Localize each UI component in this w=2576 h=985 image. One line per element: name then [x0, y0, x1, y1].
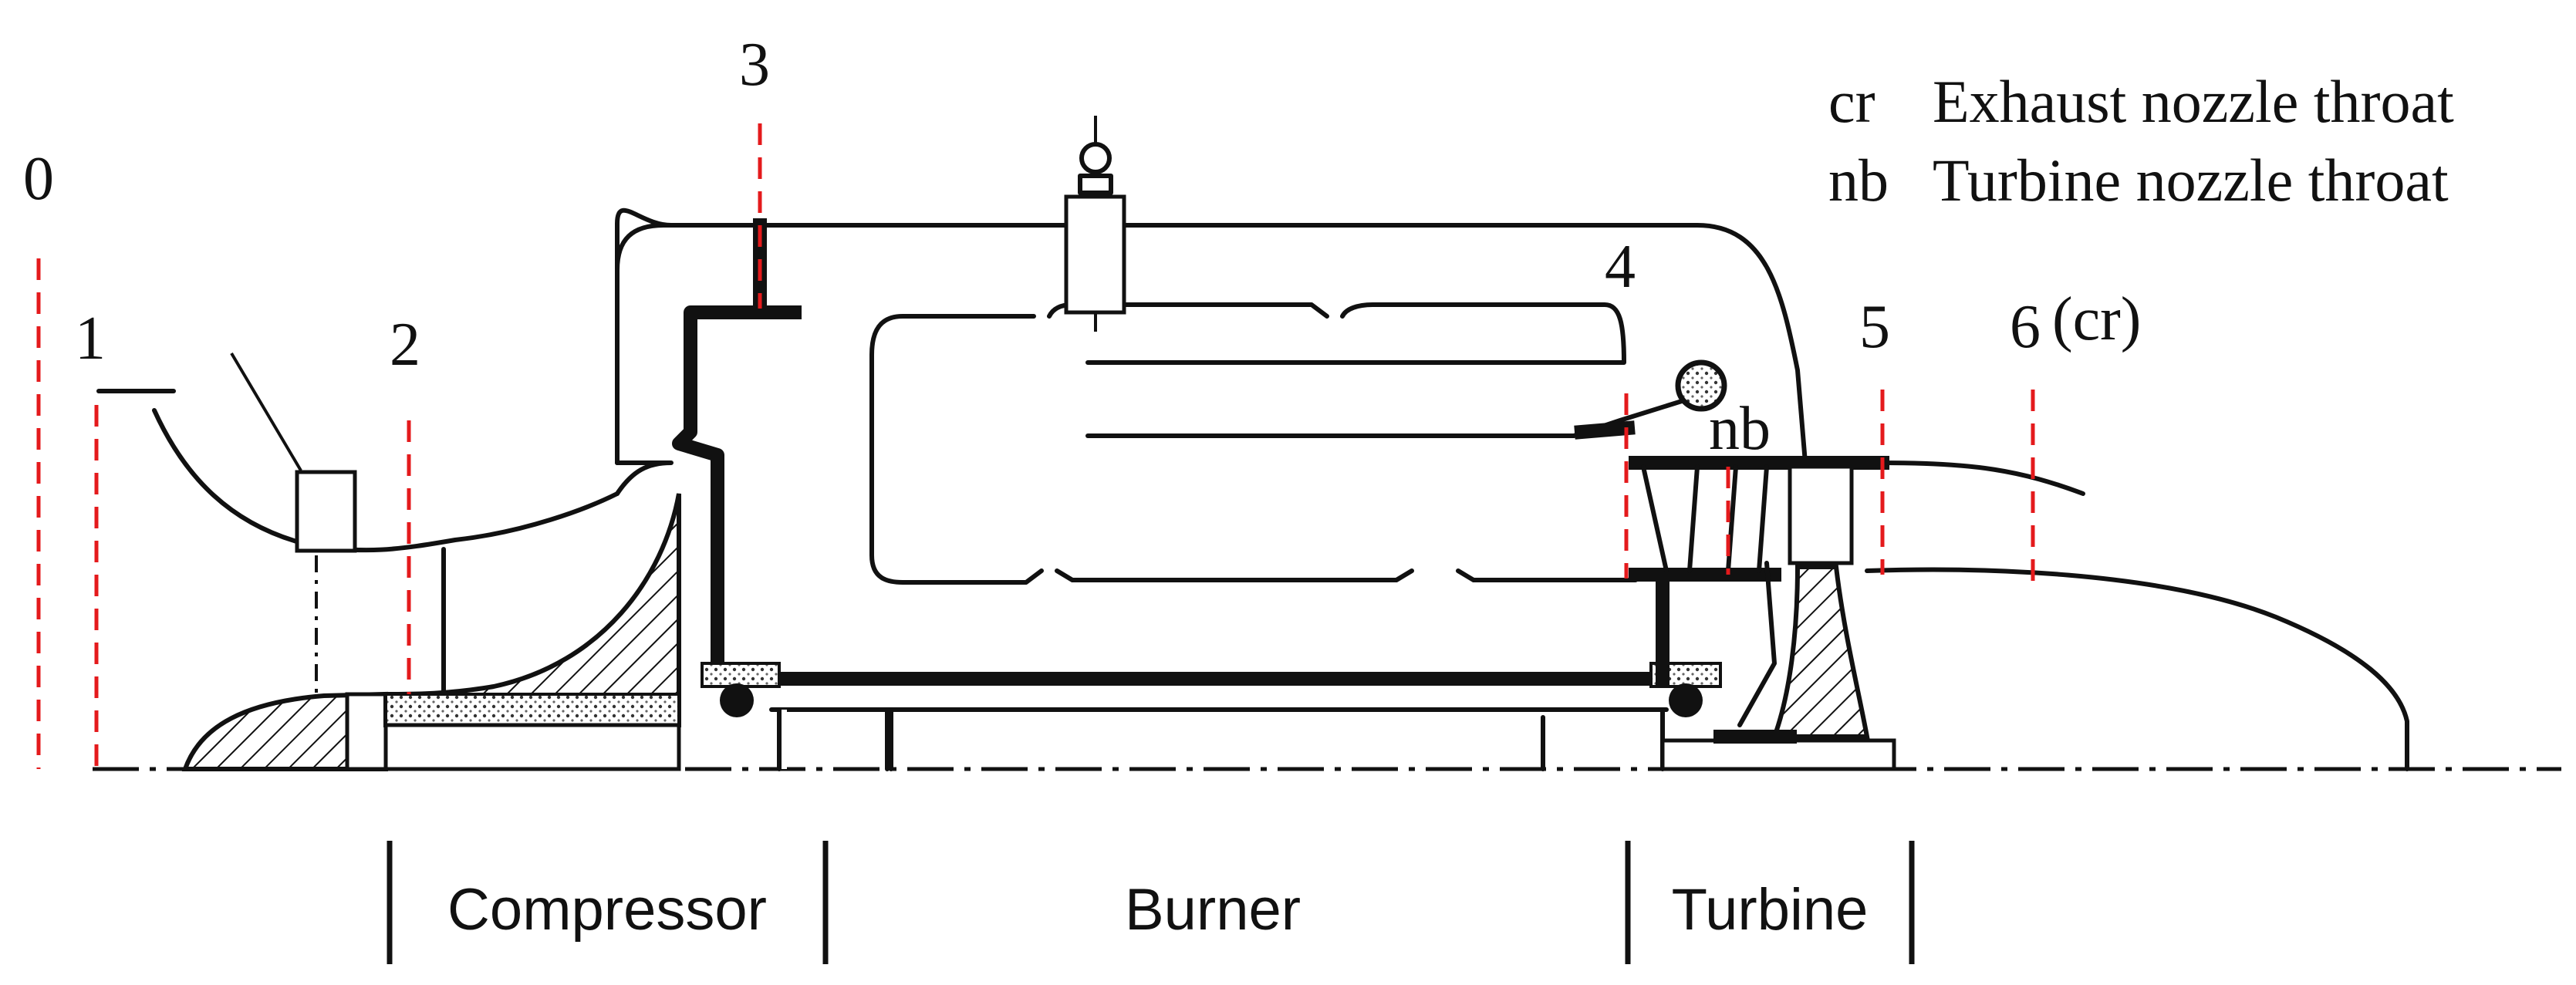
station-lines: [36, 123, 2035, 769]
legend-abbr-nb: nb: [1828, 147, 1889, 214]
station-labels: 0 1 2 3 4 nb 5 6 (cr): [23, 31, 2141, 463]
station-label-nb: nb: [1709, 395, 1771, 463]
compressor-section: [383, 207, 681, 771]
compressor-impeller: [383, 493, 681, 727]
inlet-probe: [295, 470, 357, 553]
section-label-turbine: Turbine: [1672, 877, 1869, 943]
station-label-5: 5: [1859, 293, 1890, 361]
fuel-injector: [1064, 194, 1126, 315]
station-label-3: 3: [739, 31, 770, 99]
turbine-section: [1572, 359, 1896, 771]
outer-casing: [615, 223, 1808, 465]
turbine-disk: [1771, 565, 1870, 739]
section-labels: Compressor Burner Turbine: [387, 841, 1915, 964]
section-label-burner: Burner: [1125, 877, 1301, 943]
station-label-6: 6: [2010, 293, 2041, 361]
station-label-4: 4: [1605, 233, 1636, 301]
legend-abbr-cr: cr: [1828, 68, 1875, 135]
combustion-liner: [869, 116, 1638, 585]
exhaust-nozzle: [1865, 460, 2409, 771]
spinner-nose: [181, 691, 388, 771]
legend: cr Exhaust nozzle throat nb Turbine nozz…: [1828, 68, 2454, 214]
section-label-compressor: Compressor: [447, 877, 767, 943]
legend-text-cr: Exhaust nozzle throat: [1933, 68, 2454, 135]
legend-text-nb: Turbine nozzle throat: [1933, 147, 2449, 214]
station-label-2: 2: [390, 311, 420, 379]
inlet-section: [96, 352, 620, 771]
station-label-0: 0: [23, 145, 54, 213]
fuel-manifold: [1675, 359, 1727, 412]
station-label-6-cr: (cr): [2052, 285, 2141, 353]
station-label-1: 1: [75, 305, 106, 373]
